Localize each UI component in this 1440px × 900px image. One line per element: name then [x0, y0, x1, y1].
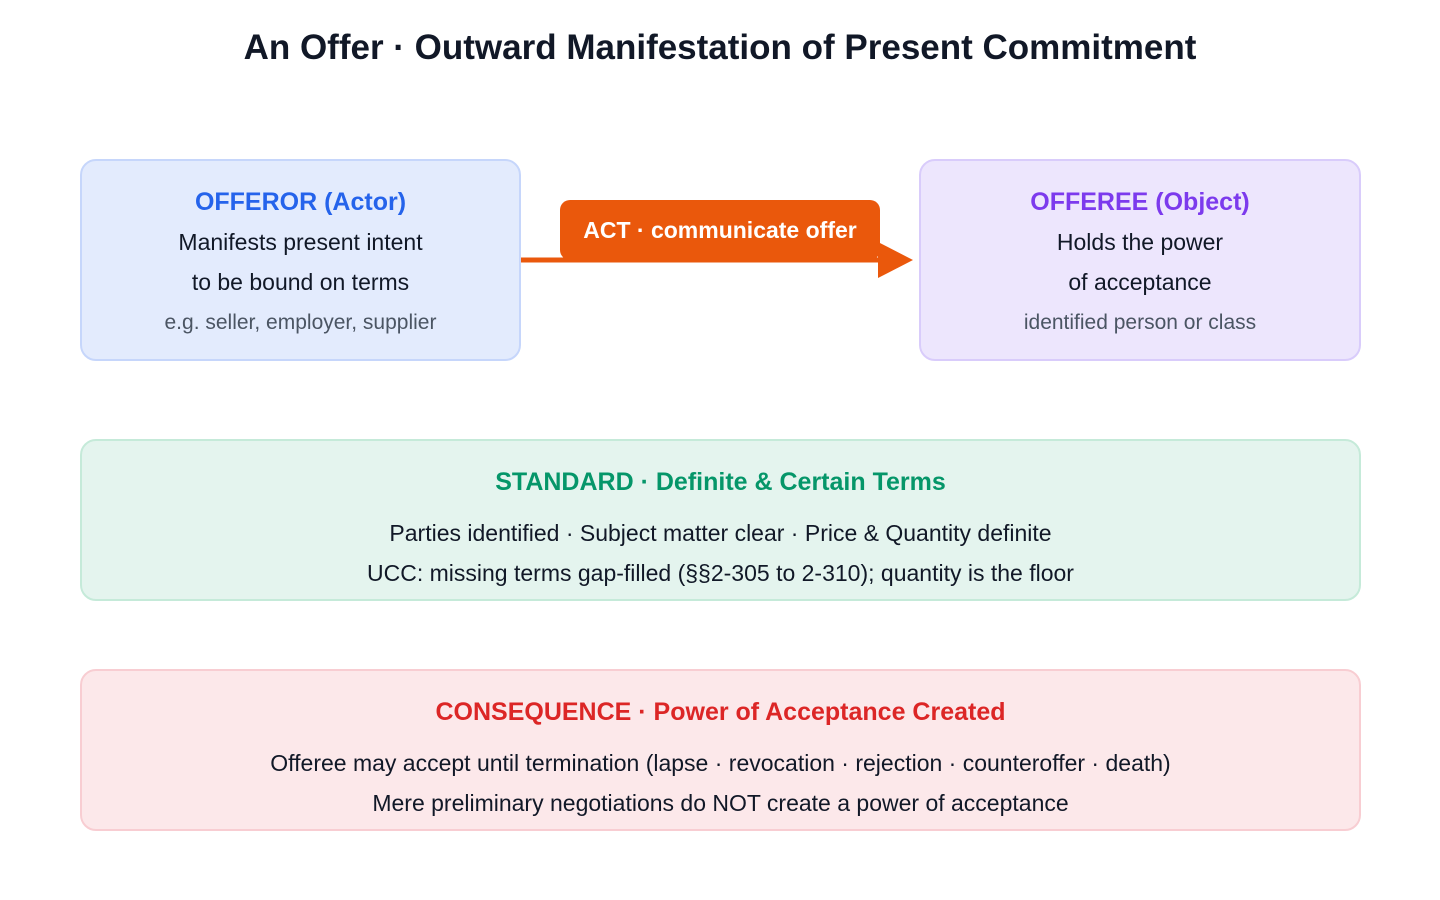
- act-label: ACT · communicate offer: [560, 200, 880, 260]
- offeree-line-1: Holds the power: [1056, 229, 1224, 255]
- standard-line-1: Parties identified · Subject matter clea…: [389, 520, 1052, 546]
- consequence-line-2: Mere preliminary negotiations do NOT cre…: [372, 790, 1069, 816]
- consequence-heading: CONSEQUENCE · Power of Acceptance Create…: [435, 698, 1006, 726]
- standard-box: STANDARD · Definite & Certain Terms Part…: [80, 439, 1361, 601]
- standard-line-2: UCC: missing terms gap-filled (§§2-305 t…: [367, 560, 1074, 586]
- standard-heading: STANDARD · Definite & Certain Terms: [495, 468, 946, 496]
- diagram-title: An Offer · Outward Manifestation of Pres…: [243, 28, 1197, 67]
- consequence-line-1: Offeree may accept until termination (la…: [270, 750, 1171, 776]
- consequence-box: CONSEQUENCE · Power of Acceptance Create…: [80, 669, 1361, 831]
- offeree-box: OFFEREE (Object) Holds the power of acce…: [919, 159, 1361, 361]
- offeror-line-2: to be bound on terms: [191, 269, 410, 295]
- offeree-heading: OFFEREE (Object): [1030, 188, 1250, 216]
- offeree-line-2: of acceptance: [1068, 269, 1212, 295]
- offeror-box: OFFEROR (Actor) Manifests present intent…: [80, 159, 521, 361]
- offeror-line-1: Manifests present intent: [178, 229, 423, 255]
- offeree-note: identified person or class: [1023, 311, 1257, 334]
- offeror-note: e.g. seller, employer, supplier: [164, 311, 437, 334]
- offeror-heading: OFFEROR (Actor): [194, 188, 407, 216]
